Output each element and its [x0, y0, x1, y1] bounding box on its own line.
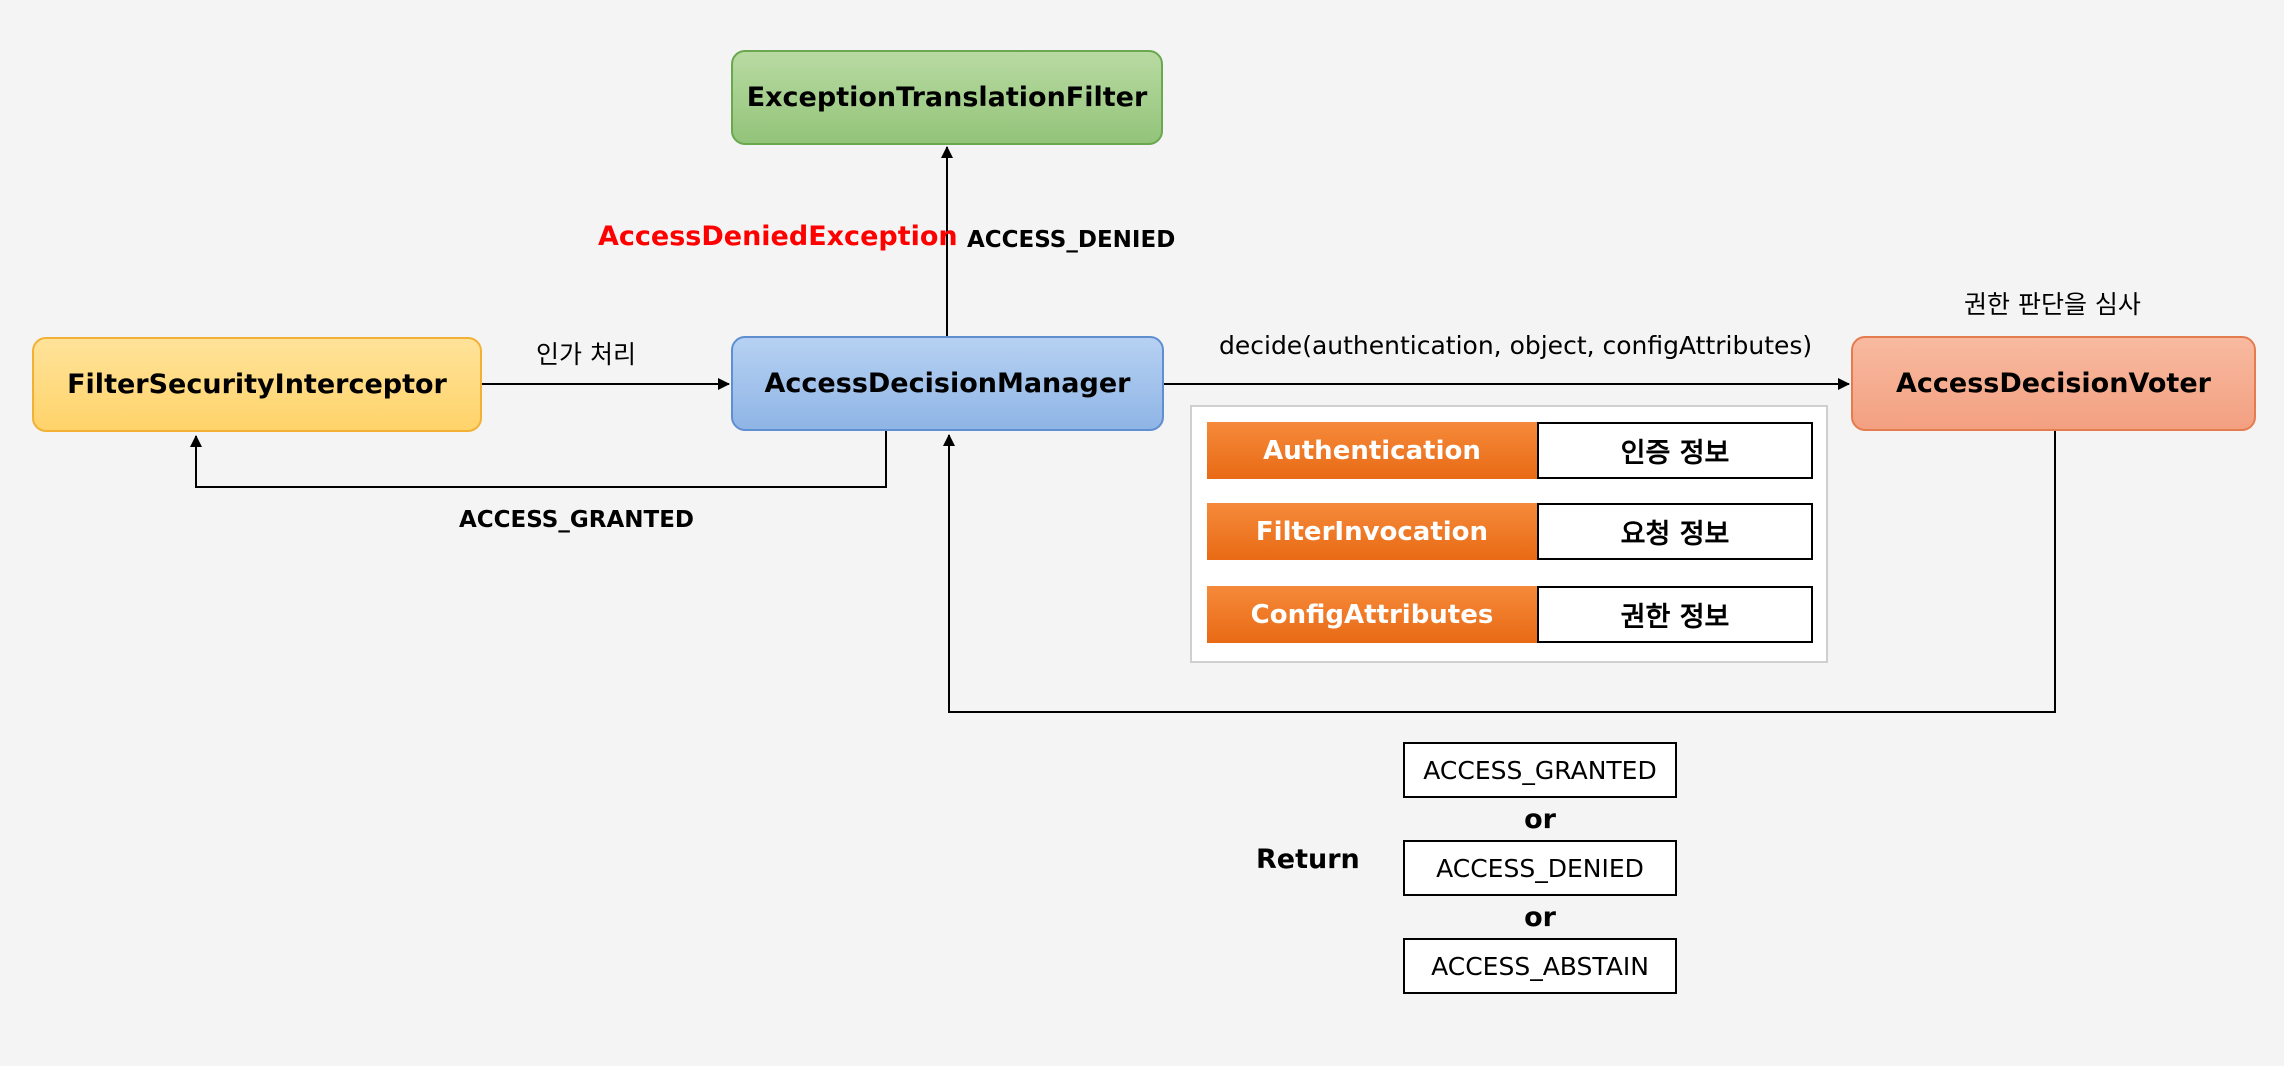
return-label: Return [1256, 844, 1360, 875]
attr-key-config-attributes: ConfigAttributes [1207, 586, 1537, 643]
exception-label: AccessDeniedException [598, 221, 958, 252]
return-option-abstain: ACCESS_ABSTAIN [1403, 938, 1677, 994]
or-separator-1: or [1524, 804, 1556, 835]
attr-value-filter-invocation: 요청 정보 [1537, 503, 1813, 560]
attr-value-authentication: 인증 정보 [1537, 422, 1813, 479]
granted-label: ACCESS_GRANTED [459, 507, 694, 533]
or-separator-2: or [1524, 902, 1556, 933]
arrow-granted [190, 431, 887, 488]
return-option-granted: ACCESS_GRANTED [1403, 742, 1677, 798]
arrow-return [943, 431, 2056, 713]
voter-note-label: 권한 판단을 심사 [1964, 290, 2141, 319]
filter-security-interceptor-node: FilterSecurityInterceptor [32, 337, 482, 432]
authorize-label: 인가 처리 [536, 340, 636, 369]
attr-key-filter-invocation: FilterInvocation [1207, 503, 1537, 560]
denied-label: ACCESS_DENIED [967, 227, 1176, 253]
return-option-denied: ACCESS_DENIED [1403, 840, 1677, 896]
decide-call-label: decide(authentication, object, configAtt… [1219, 331, 1813, 360]
attr-value-config-attributes: 권한 정보 [1537, 586, 1813, 643]
access-decision-voter-node: AccessDecisionVoter [1851, 336, 2256, 431]
attr-key-authentication: Authentication [1207, 422, 1537, 479]
access-decision-manager-node: AccessDecisionManager [731, 336, 1164, 431]
exception-translation-filter-node: ExceptionTranslationFilter [731, 50, 1163, 145]
